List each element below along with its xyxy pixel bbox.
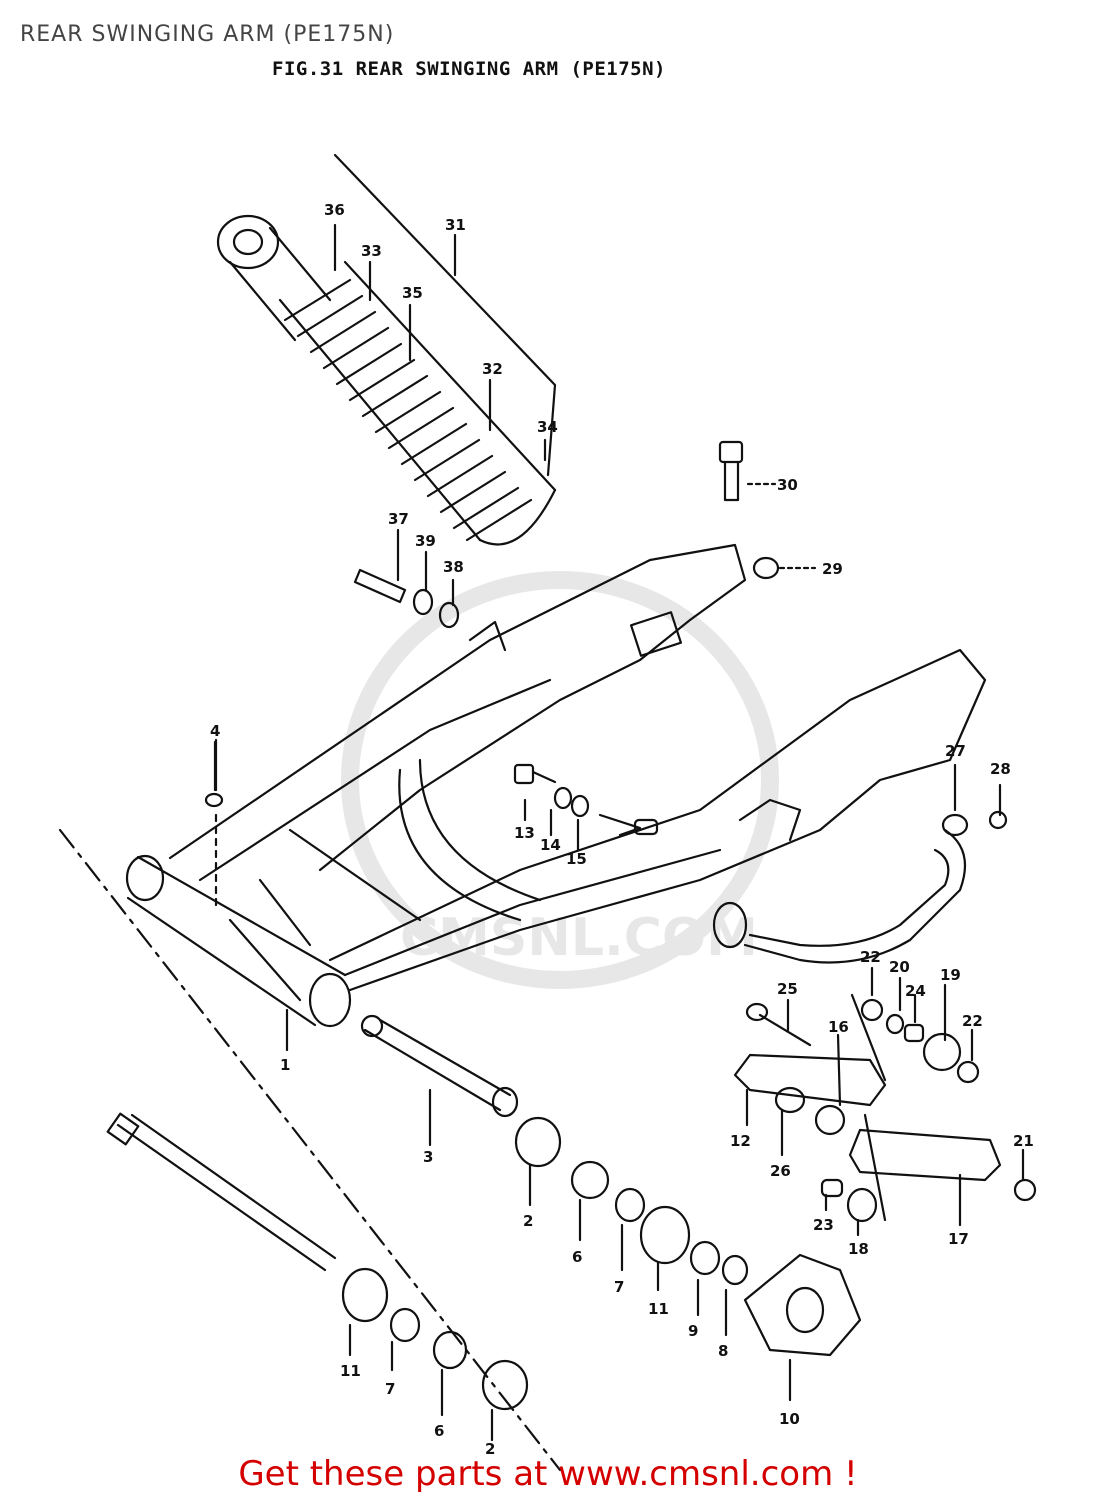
callout-27: 27 — [945, 742, 966, 760]
callout-38: 38 — [443, 558, 464, 576]
pivot-shaft — [58, 828, 862, 1472]
figure-title: FIG.31 REAR SWINGING ARM (PE175N) — [272, 58, 666, 80]
callout-17: 17 — [948, 1230, 969, 1248]
callout-36: 36 — [324, 201, 345, 219]
callout-15: 15 — [566, 850, 587, 868]
callout-10: 10 — [779, 1410, 800, 1428]
callout-7a: 7 — [614, 1278, 624, 1296]
callout-37: 37 — [388, 510, 409, 528]
callout-14: 14 — [540, 836, 561, 854]
watermark: CMSNL.COM — [341, 571, 779, 989]
callout-2a: 2 — [523, 1212, 533, 1230]
callout-26: 26 — [770, 1162, 791, 1180]
collar-29 — [752, 556, 817, 580]
chain-adjuster-27 — [712, 810, 1008, 964]
bolt-37 — [353, 568, 460, 629]
callout-3: 3 — [423, 1148, 433, 1166]
callout-7b: 7 — [385, 1380, 395, 1398]
callout-23: 23 — [813, 1216, 834, 1234]
callout-28: 28 — [990, 760, 1011, 778]
callout-35: 35 — [402, 284, 423, 302]
callout-2b: 2 — [485, 1440, 495, 1458]
callout-34: 34 — [537, 418, 558, 436]
callout-18: 18 — [848, 1240, 869, 1258]
callout-24: 24 — [905, 982, 926, 1000]
shock-absorber — [216, 153, 557, 546]
callout-16: 16 — [828, 1018, 849, 1036]
callout-33: 33 — [361, 242, 382, 260]
get-parts-link[interactable]: Get these parts at www.cmsnl.com ! — [238, 1454, 858, 1494]
watermark-text: CMSNL.COM — [400, 908, 758, 968]
bolt-13 — [513, 763, 659, 837]
bolt-30 — [718, 440, 777, 502]
page-title: REAR SWINGING ARM (PE175N) — [20, 22, 395, 47]
callout-32: 32 — [482, 360, 503, 378]
callout-12: 12 — [730, 1132, 751, 1150]
callout-8: 8 — [718, 1342, 728, 1360]
callout-29: 29 — [822, 560, 843, 578]
callout-21: 21 — [1013, 1132, 1034, 1150]
callout-25: 25 — [777, 980, 798, 998]
callout-22a: 22 — [860, 948, 881, 966]
callout-11a: 11 — [648, 1300, 669, 1318]
callout-9: 9 — [688, 1322, 698, 1340]
callout-30: 30 — [777, 476, 798, 494]
callout-6a: 6 — [572, 1248, 582, 1266]
swing-arm — [125, 543, 987, 1028]
callout-19: 19 — [940, 966, 961, 984]
callout-1: 1 — [280, 1056, 290, 1074]
callout-11b: 11 — [340, 1362, 361, 1380]
callout-labels: 36 33 31 35 32 34 30 37 39 38 29 4 27 28… — [210, 201, 1034, 1458]
callout-20: 20 — [889, 958, 910, 976]
callout-39: 39 — [415, 532, 436, 550]
callout-13: 13 — [514, 824, 535, 842]
callout-22b: 22 — [962, 1012, 983, 1030]
callout-31: 31 — [445, 216, 466, 234]
callout-4: 4 — [210, 722, 220, 740]
callout-6b: 6 — [434, 1422, 444, 1440]
torque-link-parts — [733, 993, 1037, 1223]
